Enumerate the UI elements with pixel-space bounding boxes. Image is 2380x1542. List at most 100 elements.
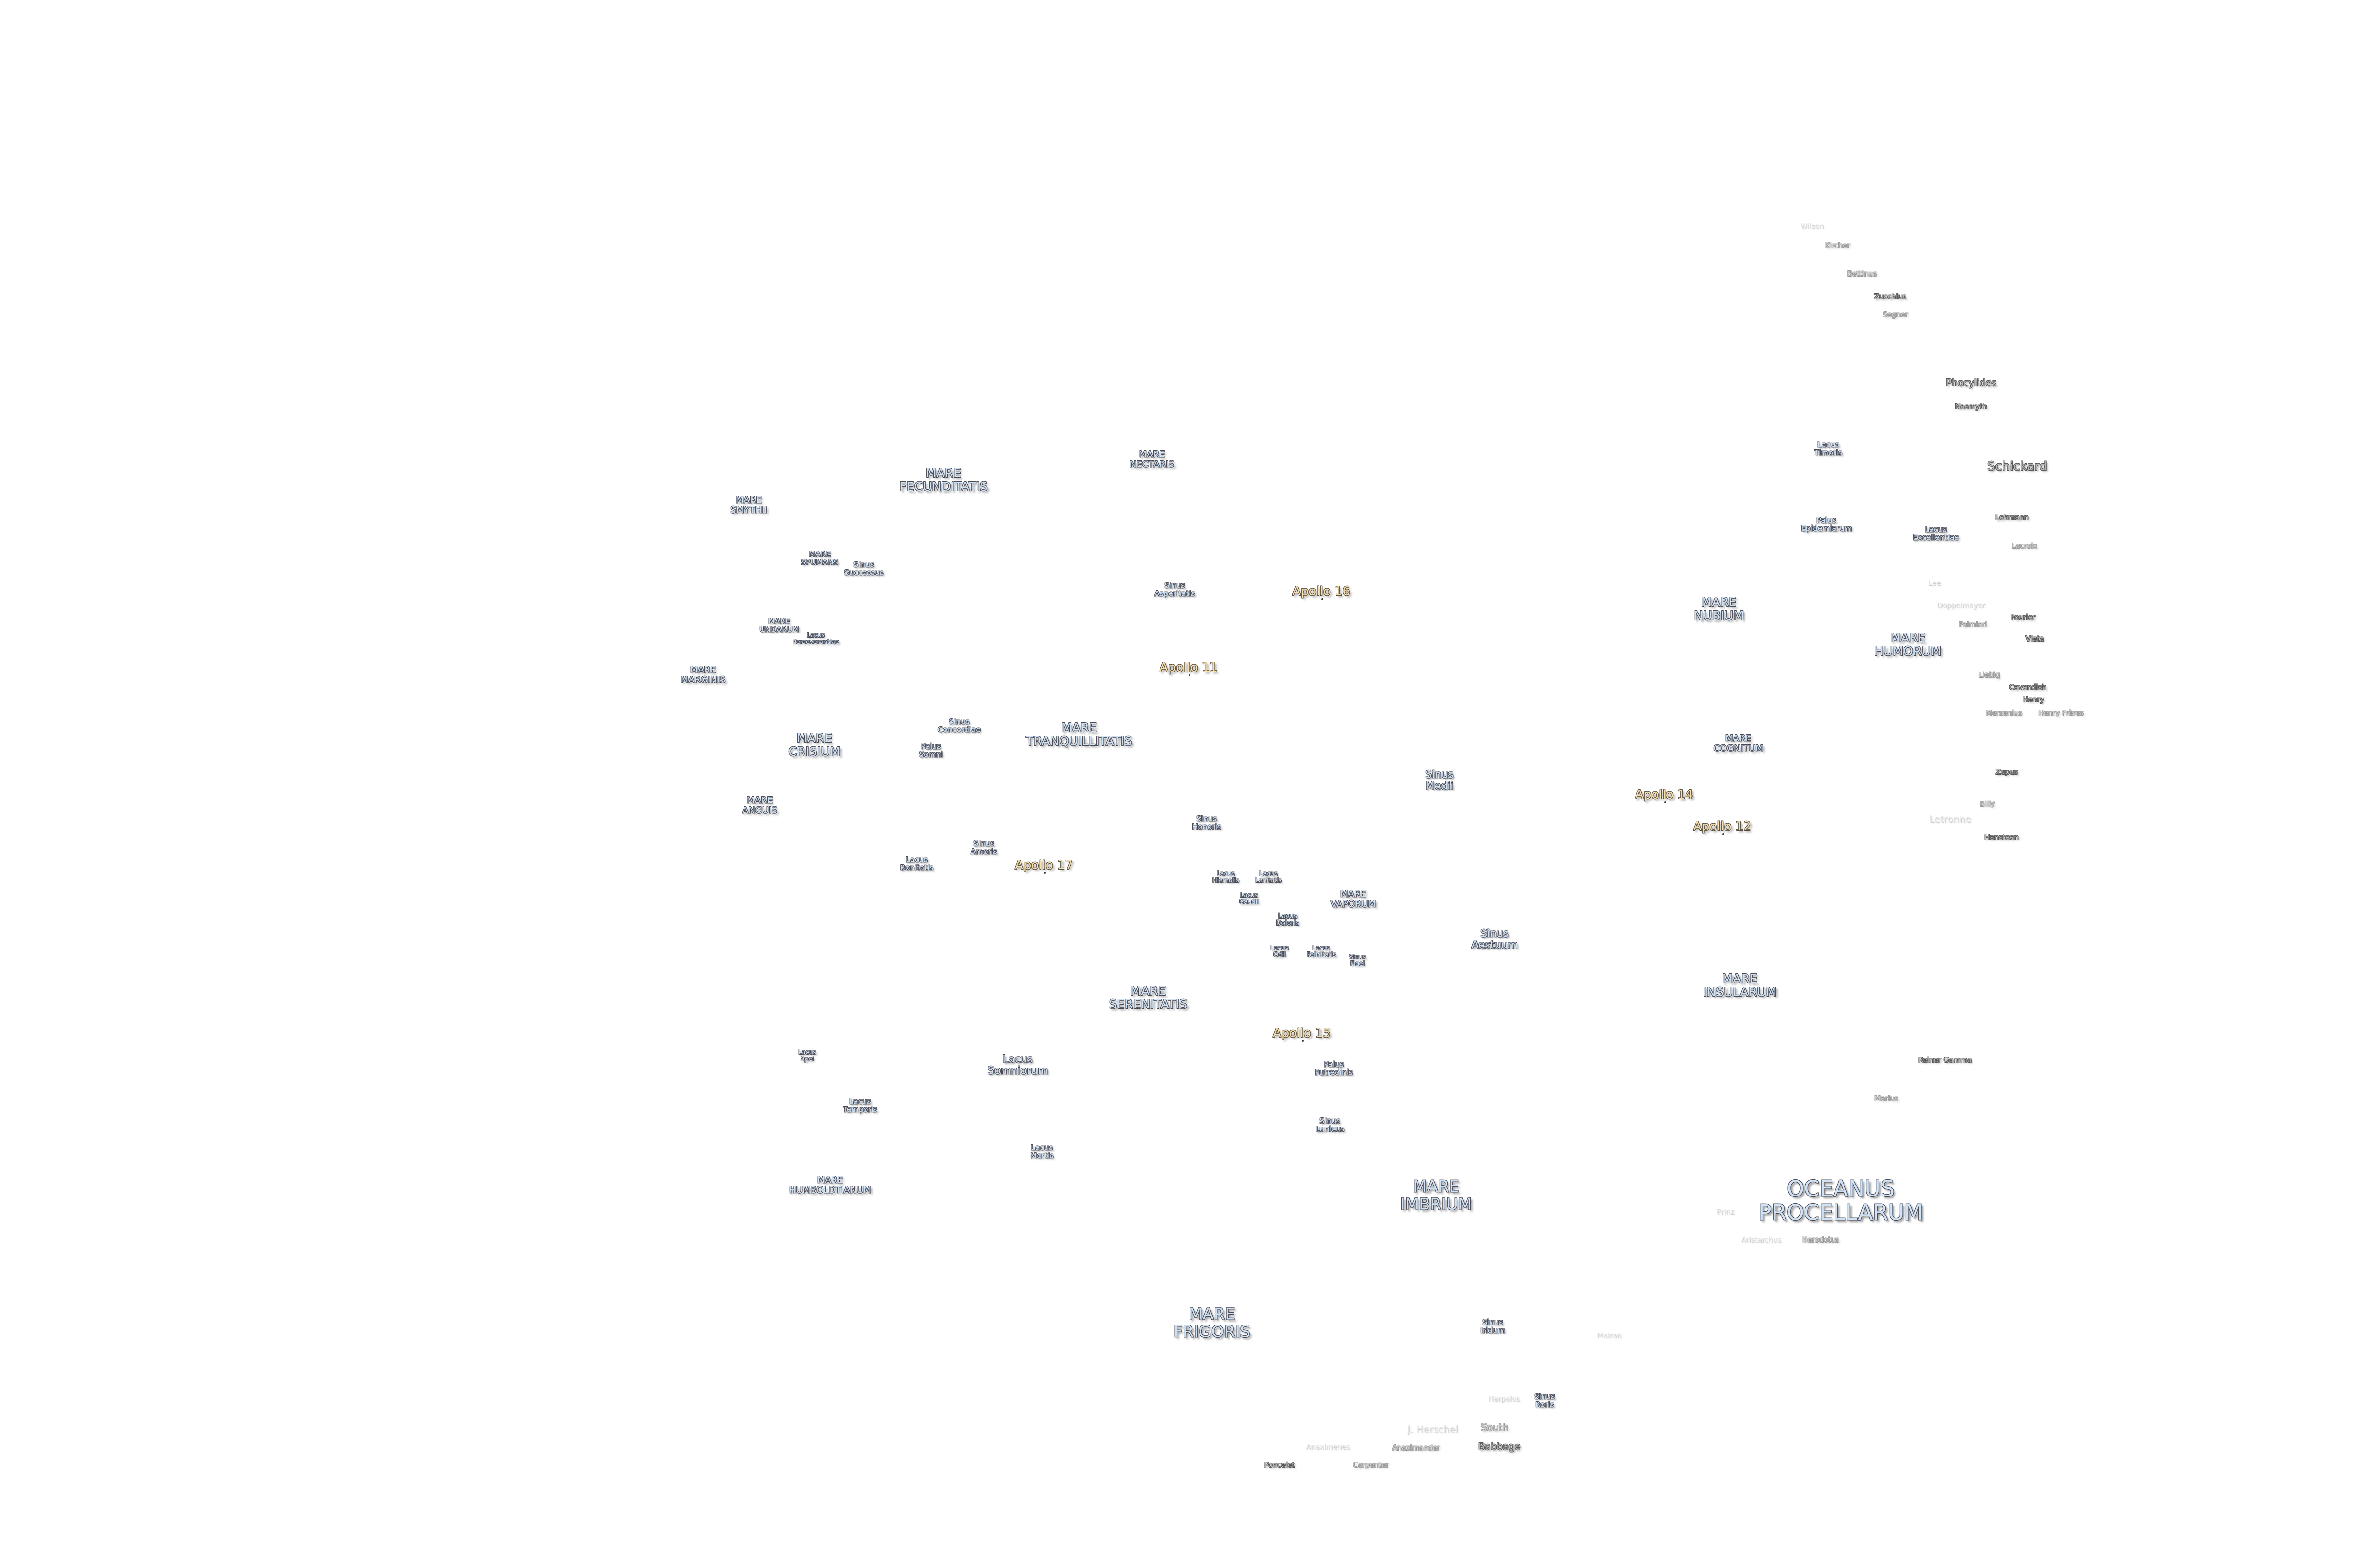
crater-zucchius-label: Zucchius (1874, 292, 1906, 301)
mare-serenitatis-label: MARE SERENITATIS (1109, 984, 1188, 1012)
crater-segner-label: Segner (1883, 310, 1908, 319)
reiner-gamma-label: Reiner Gamma (1918, 1055, 1972, 1064)
palus-somni-label: Palus Somni (919, 741, 943, 759)
crater-south-label: South (1480, 1422, 1509, 1433)
apollo-17-site[interactable]: Apollo 17 (1015, 858, 1073, 874)
crater-billy-label: Billy (1980, 799, 1995, 808)
mare-nectaris-label: MARE NECTARIS (1130, 449, 1174, 469)
landing-site-marker-icon (1044, 872, 1046, 874)
lacus-felicitatis-label: Lacus Felicitatis (1307, 944, 1336, 959)
crater-harpalus-label: Harpalus (1488, 1394, 1520, 1403)
mare-undarum-label: MARE UNDARUM (759, 616, 799, 634)
sinus-successus-label: Sinus Successus (844, 560, 884, 577)
crater-marius-label: Marius (1874, 1094, 1898, 1103)
mare-marginis-label: MARE MARGINIS (680, 664, 726, 685)
lacus-perseverantiae-label: Lacus Perseverantiae (793, 632, 839, 646)
sinus-roris-label: Sinus Roris (1534, 1392, 1555, 1409)
lacus-doloris-label: Lacus Doloris (1276, 912, 1299, 927)
crater-anaximenes-label: Anaximenes (1306, 1442, 1350, 1451)
mare-cognitum-label: MARE COGNITUM (1713, 733, 1764, 753)
crater-babbage-label: Babbage (1478, 1441, 1521, 1453)
sinus-aestuum-label: Sinus Aestuum (1471, 928, 1518, 951)
crater-poncelet-label: Poncelet (1264, 1460, 1295, 1469)
crater-lehmann-label: Lehmann (1995, 513, 2029, 522)
crater-j-herschel-label: J. Herschel (1407, 1423, 1458, 1435)
crater-wilson-label: Wilson (1800, 221, 1824, 230)
sinus-concordiae-label: Sinus Concordiae (937, 717, 981, 734)
apollo-12-label: Apollo 12 (1693, 819, 1751, 834)
lacus-odii-label: Lacus Odii (1270, 944, 1289, 959)
mare-humorum-label: MARE HUMORUM (1874, 631, 1942, 659)
crater-schickard-label: Schickard (1987, 459, 2048, 474)
crater-zupus-label: Zupus (1995, 767, 2018, 776)
sinus-medii-label: Sinus Medii (1425, 769, 1454, 792)
crater-kircher-label: Kircher (1825, 241, 1850, 250)
apollo-12-site[interactable]: Apollo 12 (1693, 819, 1751, 836)
crater-henry-label: Henry (2023, 695, 2044, 704)
lacus-spei-label: Lacus Spei (798, 1048, 816, 1063)
mare-imbrium-label: MARE IMBRIUM (1400, 1177, 1472, 1214)
crater-nasmyth-label: Nasmyth (1955, 402, 1987, 411)
mare-insularum-label: MARE INSULARUM (1703, 971, 1777, 999)
crater-vieta-label: Vieta (2025, 634, 2044, 643)
mare-nubium-label: MARE NUBIUM (1694, 595, 1744, 623)
sinus-amoris-label: Sinus Amoris (971, 839, 997, 856)
sinus-iridum-label: Sinus Iridum (1480, 1317, 1505, 1335)
mare-tranquillitatis-label: MARE TRANQUILLITATIS (1026, 721, 1132, 749)
crater-herodotus-label: Herodotus (1802, 1235, 1839, 1244)
crater-lacroix-label: Lacroix (2012, 541, 2037, 550)
crater-fourier-label: Fourier (2010, 613, 2036, 622)
sinus-fidei-label: Sinus Fidei (1349, 953, 1366, 968)
crater-aristarchus-label: Aristarchus (1741, 1235, 1782, 1244)
mare-anguis-label: MARE ANGUIS (742, 795, 777, 815)
apollo-16-label: Apollo 16 (1292, 584, 1350, 599)
crater-henry-freres-label: Henry Frères (2038, 708, 2084, 717)
apollo-14-site[interactable]: Apollo 14 (1635, 787, 1693, 804)
sinus-honoris-label: Sinus Honoris (1192, 814, 1221, 831)
palus-putredinis-label: Palus Putredinis (1315, 1059, 1353, 1077)
apollo-14-label: Apollo 14 (1635, 787, 1693, 802)
landing-site-marker-icon (1321, 598, 1323, 601)
landing-site-marker-icon (1664, 801, 1666, 804)
crater-mersenius-label: Mersenius (1985, 708, 2023, 717)
lacus-mortis-label: Lacus Mortis (1030, 1143, 1054, 1160)
crater-liebig-label: Liebig (1978, 670, 2000, 679)
sinus-lunicus-label: Sinus Lunicus (1315, 1116, 1345, 1134)
crater-mairan-label: Mairan (1597, 1331, 1622, 1340)
lacus-lenitatis-label: Lacus Lenitatis (1255, 870, 1282, 884)
lacus-gaudii-label: Lacus Gaudii (1239, 891, 1259, 906)
crater-lee-label: Lee (1928, 578, 1941, 587)
crater-anaximander-label: Anaximander (1392, 1443, 1440, 1452)
apollo-15-site[interactable]: Apollo 15 (1273, 1026, 1331, 1042)
oceanus-procellarum-label: OCEANUS PROCELLARUM (1758, 1176, 1924, 1225)
mare-crisium-label: MARE CRISIUM (788, 731, 841, 759)
mare-frigoris-label: MARE FRIGORIS (1173, 1305, 1250, 1341)
landing-site-marker-icon (1722, 833, 1724, 836)
mare-fecunditatis-label: MARE FECUNDITATIS (899, 466, 988, 494)
crater-cavendish-label: Cavendish (2009, 682, 2047, 692)
mare-smythii-label: MARE SMYTHII (730, 494, 767, 515)
mare-vaporum-label: MARE VAPORUM (1330, 889, 1376, 909)
crater-prinz-label: Prinz (1716, 1207, 1735, 1216)
lacus-temporis-label: Lacus Temporis (843, 1097, 877, 1114)
palus-epidemiarum-label: Palus Epidemiarum (1801, 515, 1852, 533)
lacus-timoris-label: Lacus Timoris (1814, 440, 1843, 457)
lacus-hiemalis-label: Lacus Hiemalis (1212, 870, 1240, 884)
mare-spumans-label: MARE SPUMANS (801, 549, 839, 567)
mare-humboldtianum-label: MARE HUMBOLDTIANUM (789, 1175, 872, 1195)
landing-site-marker-icon (1189, 674, 1190, 677)
crater-bettinus-label: Bettinus (1847, 269, 1877, 278)
apollo-16-site[interactable]: Apollo 16 (1292, 584, 1350, 601)
crater-phocylides-label: Phocylides (1945, 377, 1997, 389)
lacus-excellentiae-label: Lacus Excellentiae (1913, 524, 1959, 542)
apollo-15-label: Apollo 15 (1273, 1026, 1331, 1040)
lacus-bonitatis-label: Lacus Bonitatis (900, 855, 934, 872)
crater-doppelmayer-label: Doppelmayer (1937, 601, 1985, 610)
crater-carpenter-label: Carpenter (1353, 1460, 1389, 1469)
sinus-asperitatis-label: Sinus Asperitatis (1154, 581, 1195, 598)
apollo-17-label: Apollo 17 (1015, 858, 1073, 872)
landing-site-marker-icon (1302, 1040, 1304, 1042)
crater-letronne-label: Letronne (1929, 813, 1972, 825)
crater-hansteen-label: Hansteen (1984, 832, 2019, 841)
apollo-11-site[interactable]: Apollo 11 (1160, 661, 1218, 677)
